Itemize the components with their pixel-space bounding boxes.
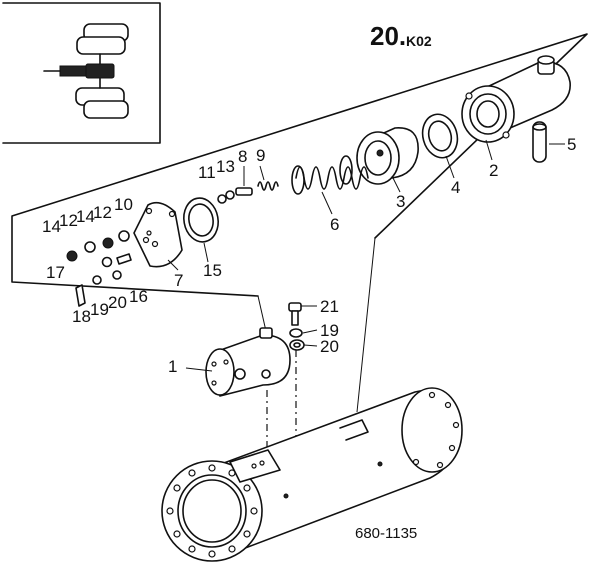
callout-19b: 19 [320,321,339,340]
bolt-washers-21-19-20 [288,302,305,351]
group-suffix: K02 [406,33,432,49]
callout-14b: 14 [76,207,95,226]
cover-plate-part-7 [133,201,183,268]
callout-17: 17 [46,263,65,282]
callout-10: 10 [114,195,133,214]
callout-leaders [167,139,565,372]
callout-2: 2 [489,161,498,180]
callout-4: 4 [451,178,460,197]
right-flange-holes [412,391,460,469]
callout-1: 1 [168,357,177,376]
callout-18: 18 [72,307,91,326]
frame-leader-right [356,237,376,413]
callout-12b: 12 [93,203,112,222]
ring-part-4 [421,113,459,159]
callout-11: 11 [198,163,216,182]
group-number: 20. [370,21,406,51]
cylinder-assembly-part-1 [205,327,291,397]
callout-16: 16 [129,287,148,306]
callout-7: 7 [174,271,183,290]
locator-inset [2,2,161,144]
axle-housing [161,387,463,562]
drawing-number: 680-1135 [355,525,417,542]
small-parts-8-11-13 [217,187,253,204]
vehicle-topview-icon [43,23,129,119]
small-spring-part-9 [257,181,279,191]
flange-bolt-holes [166,464,258,558]
small-fittings [66,230,132,307]
callout-5: 5 [567,135,576,154]
callout-21: 21 [320,297,339,316]
callout-6: 6 [330,215,339,234]
piston-part-3 [356,127,419,185]
pin-part-5 [532,121,547,163]
callout-3: 3 [396,192,405,211]
callout-20b: 20 [320,337,339,356]
callout-12a: 12 [59,211,78,230]
callout-19a: 19 [90,300,109,319]
spring-part-6 [291,155,369,195]
callout-labels: 1 2 3 4 5 6 7 8 9 10 11 13 14 12 14 12 1… [42,135,576,376]
callout-14a: 14 [42,217,61,236]
callout-13: 13 [216,157,235,176]
callout-20a: 20 [108,293,127,312]
housing-part-2 [461,55,571,143]
gasket-part-15 [183,197,219,243]
callout-8: 8 [238,147,247,166]
callout-15: 15 [203,261,222,280]
callout-9: 9 [256,146,265,165]
